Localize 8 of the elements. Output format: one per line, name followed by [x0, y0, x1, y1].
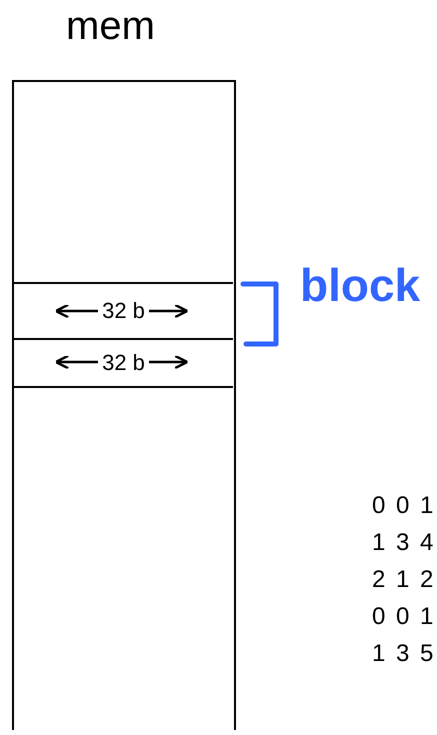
number-row: 0 0 1 — [372, 603, 436, 631]
number-row: 2 1 2 — [372, 566, 436, 594]
column-heading: mem — [66, 4, 155, 49]
number-row: 1 3 5 — [372, 640, 436, 668]
memory-block — [14, 282, 233, 340]
number-row: 0 0 1 — [372, 492, 436, 520]
block-label: block — [300, 258, 420, 312]
number-row: 1 3 4 — [372, 529, 436, 557]
